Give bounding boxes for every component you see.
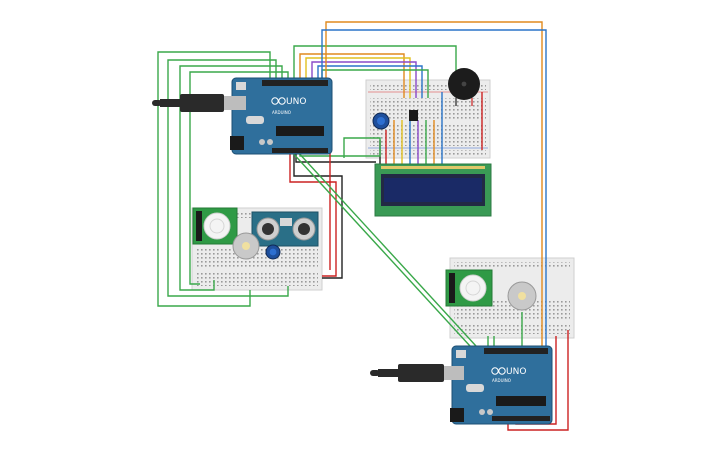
lcd-16x2[interactable] [374,163,492,217]
dc-motor-left[interactable] [232,232,260,260]
board-label: UNO [506,367,526,377]
arduino-logo-icon [271,97,286,105]
board-label: UNO [286,97,306,107]
ultrasonic-sensor[interactable] [251,211,319,247]
piezo-buzzer[interactable] [448,68,480,106]
pir-sensor-left[interactable] [192,207,238,245]
potentiometer-left[interactable] [265,244,281,260]
arduino-uno-top[interactable]: UNO ARDUINO [230,77,333,155]
arduino-uno-bottom[interactable]: UNO ARDUINO [450,345,553,425]
dc-motor-right[interactable] [507,281,537,311]
potentiometer[interactable] [372,110,418,130]
arduino-logo-icon [491,367,506,375]
pir-sensor-right[interactable] [445,269,493,307]
board-brand: ARDUINO [272,110,291,115]
usb-cable-bottom[interactable] [370,364,464,382]
wires [157,21,569,431]
board-brand: ARDUINO [492,378,511,383]
usb-cable-top[interactable] [152,94,246,112]
